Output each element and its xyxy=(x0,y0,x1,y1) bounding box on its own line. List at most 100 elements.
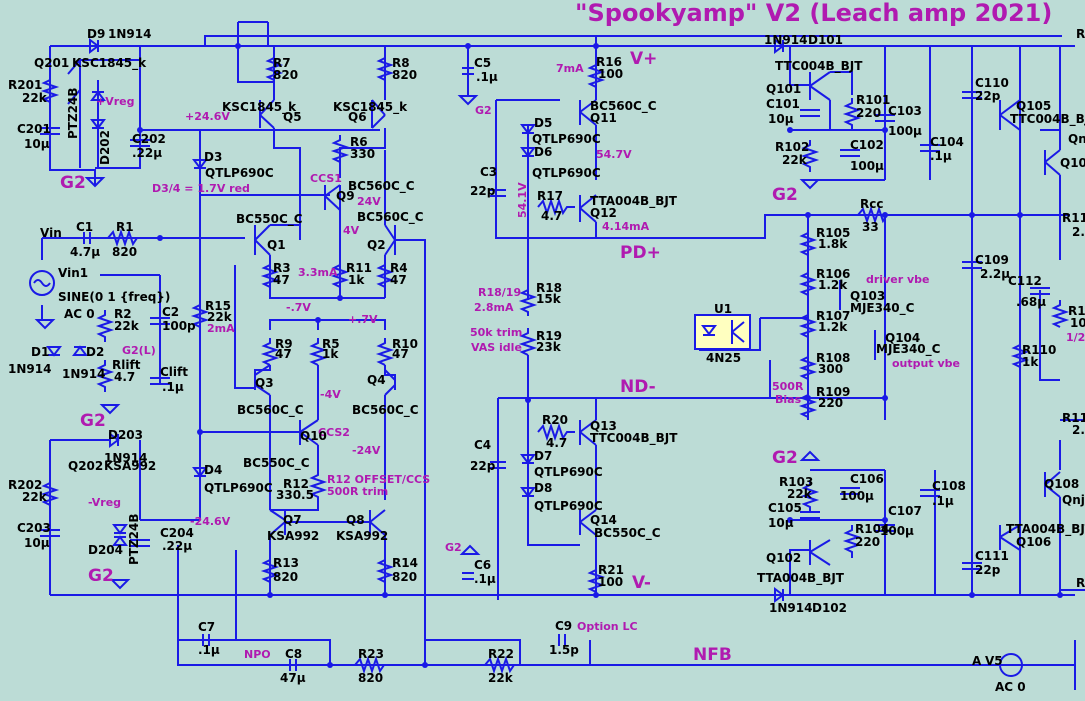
comp-ref: Qnj xyxy=(1068,132,1085,146)
comp-ref: C2 xyxy=(162,305,179,319)
comp-ref: Rcc xyxy=(860,197,883,211)
comp-ref: C102 xyxy=(850,138,884,152)
comp-val: 1N914 xyxy=(764,33,807,47)
comp-val: BC550C_C xyxy=(243,456,310,471)
comp-val: 100µ xyxy=(880,524,914,538)
comp-val: 4.7 xyxy=(541,209,562,223)
comp-val: BC550C_C xyxy=(236,212,303,227)
comp-ref: D204 xyxy=(88,543,123,557)
comp-ref: D8 xyxy=(534,481,552,495)
note-g2l: G2(L) xyxy=(122,344,156,357)
junction-dots xyxy=(137,43,1063,668)
comp-val: QTLP690C xyxy=(204,481,273,495)
comp-val: 1.2k xyxy=(818,278,848,292)
comp-val: TTA004B_BJT xyxy=(1006,522,1085,537)
comp-ref: D4 xyxy=(204,463,222,477)
comp-ref: C204 xyxy=(160,526,194,540)
title: "Spookyamp" V2 (Leach amp 2021) xyxy=(575,0,1052,27)
comp-ref: C109 xyxy=(975,253,1009,267)
note-d34: D3/4 = 1.7V red xyxy=(152,182,250,195)
comp-val: 47 xyxy=(392,347,409,361)
comp-ref: Q7 xyxy=(283,513,302,527)
comp-ref: R1 xyxy=(116,220,134,234)
comp-ref: Q101 xyxy=(766,82,801,96)
comp-val: 22k xyxy=(787,487,813,501)
comp-ref: Clift xyxy=(160,365,188,379)
comp-val: 1N914 xyxy=(769,601,812,615)
comp-ref: Q5 xyxy=(283,110,302,124)
comp-val: .1µ xyxy=(932,494,954,508)
resistors xyxy=(40,52,1070,675)
capacitors xyxy=(40,67,1050,671)
note-bias-500r: 500R xyxy=(772,380,804,393)
comp-val: 10µ xyxy=(24,137,50,151)
comp-ref: Q8 xyxy=(346,513,365,527)
comp-ref: Q12 xyxy=(590,206,617,220)
comp-val: PTZ24B xyxy=(66,87,80,139)
comp-val: 22p xyxy=(975,563,1001,577)
comp-val: 220 xyxy=(856,106,881,120)
comp-ref: R xyxy=(1076,576,1085,590)
comp-val: 47 xyxy=(273,273,290,287)
comp-val: 100µ xyxy=(888,124,922,138)
comp-val: 1k xyxy=(1022,355,1039,369)
comp-val: 4.7µ xyxy=(70,245,100,259)
comp-ref: C103 xyxy=(888,104,922,118)
comp-ref: R6 xyxy=(350,135,368,149)
comp-ref: Q6 xyxy=(348,110,367,124)
ground-label: G2 xyxy=(60,173,86,193)
ground-symbols xyxy=(34,95,821,590)
rail-vminus: V- xyxy=(632,573,651,593)
comp-ref: Qnj xyxy=(1062,493,1085,507)
rail-pd-plus: PD+ xyxy=(620,243,661,263)
comp-ref: C107 xyxy=(888,504,922,518)
comp-val: 22k xyxy=(114,319,140,333)
comp-ref: R13 xyxy=(273,556,299,570)
comp-ref: R105 xyxy=(816,226,850,240)
rail-nfb: NFB xyxy=(693,645,732,665)
comp-val: 2. xyxy=(1072,225,1085,239)
comp-ref: R103 xyxy=(779,475,813,489)
comp-ref: R108 xyxy=(816,351,850,365)
comp-ref: C3 xyxy=(480,165,497,179)
note-r12-trim: 500R trim xyxy=(327,485,388,498)
comp-val: BC560C_C xyxy=(348,179,415,194)
comp-ref: D7 xyxy=(534,449,552,463)
comp-ref: Vin xyxy=(40,226,62,240)
comp-ref: R22 xyxy=(488,647,514,661)
comp-ref: C9 xyxy=(555,619,572,633)
comp-val: 22p xyxy=(975,89,1001,103)
comp-val: BC560C_C xyxy=(352,403,419,418)
comp-val: TTC004B_BJT xyxy=(590,431,678,446)
comp-ref: Q202 xyxy=(68,459,103,473)
comp-val: 2. xyxy=(1072,423,1085,437)
comp-val: .22µ xyxy=(162,539,192,553)
comp-ref: C105 xyxy=(768,501,802,515)
comp-ref: Q103 xyxy=(850,289,885,303)
comp-val: .1µ xyxy=(476,70,498,84)
comp-ref: Q1 xyxy=(267,238,286,252)
comp-val: .68µ xyxy=(1016,295,1046,309)
comp-val: BC560C_C xyxy=(357,210,424,225)
comp-ref: Q11 xyxy=(590,111,617,125)
comp-ref: R104 xyxy=(855,522,889,536)
comp-val: .1µ xyxy=(474,572,496,586)
comp-ref: D6 xyxy=(534,145,552,159)
comp-ref: C203 xyxy=(17,521,51,535)
note-24v: 24V xyxy=(357,195,381,208)
comp-ref: C101 xyxy=(766,97,800,111)
comp-val: 10 xyxy=(1070,316,1085,330)
note-pos-0-7v: +.7V xyxy=(348,313,378,326)
comp-val: 820 xyxy=(358,671,383,685)
comp-ref: R15 xyxy=(205,299,231,313)
note-v24-6-pos: +24.6V xyxy=(185,110,230,123)
comp-val: 10µ xyxy=(768,516,794,530)
comp-ref: R7 xyxy=(273,56,291,70)
comp-ref: C201 xyxy=(17,122,51,136)
comp-ref: R202 xyxy=(8,478,42,492)
note-neg-0-7v: -.7V xyxy=(286,301,311,314)
comp-val: 100p xyxy=(162,319,196,333)
comp-ref: C8 xyxy=(285,647,302,661)
comp-ref: R20 xyxy=(542,413,568,427)
